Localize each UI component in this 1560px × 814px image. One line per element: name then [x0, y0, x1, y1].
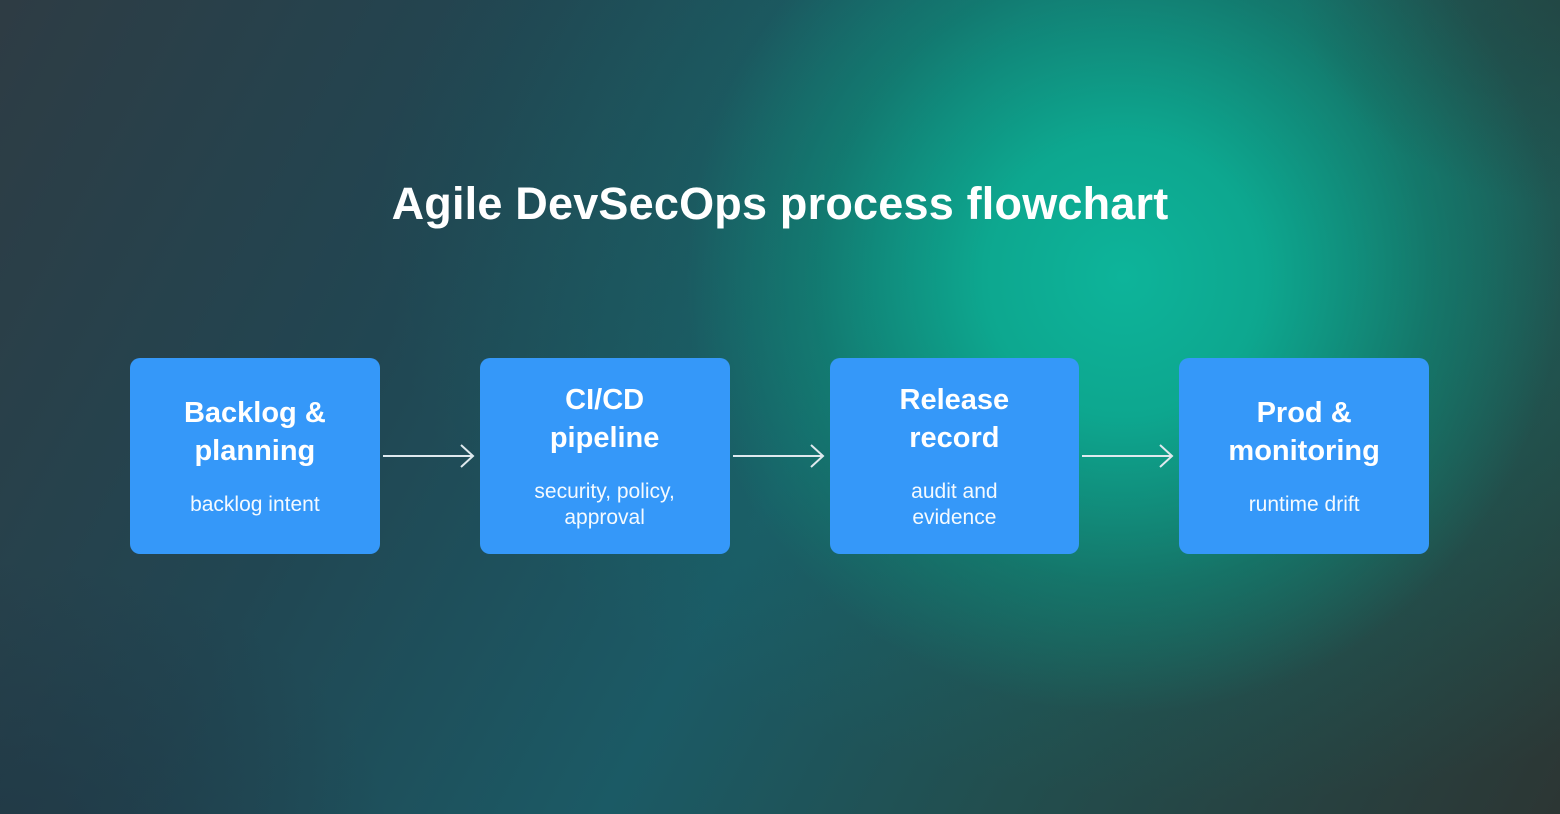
step-subtitle: backlog intent: [190, 493, 320, 517]
step-subtitle: runtime drift: [1248, 493, 1360, 517]
arrow-right-icon: [1082, 444, 1174, 468]
step-title: Backlog & planning: [183, 396, 326, 467]
step-title: Prod & monitoring: [1228, 396, 1380, 467]
step-cicd-pipeline: CI/CD pipeline security, policy, approva…: [479, 358, 730, 554]
arrow-right-icon: [382, 444, 475, 468]
step-title: CI/CD pipeline: [549, 383, 660, 454]
connector-3: [1079, 358, 1179, 554]
step-prod-monitoring: Prod & monitoring runtime drift: [1179, 358, 1429, 554]
page-title: Agile DevSecOps process flowchart: [391, 178, 1169, 229]
step-backlog-planning: Backlog & planning backlog intent: [130, 358, 380, 554]
step-title: Release record: [899, 383, 1010, 454]
step-subtitle: security, policy, approval: [534, 480, 675, 530]
arrow-right-icon: [732, 444, 824, 468]
connector-2: [730, 358, 830, 554]
connector-1: [380, 358, 480, 554]
flowchart-row: Backlog & planning backlog intent CI/CD …: [130, 358, 1429, 554]
step-release-record: Release record audit and evidence: [829, 358, 1080, 554]
step-subtitle: audit and evidence: [911, 480, 998, 530]
